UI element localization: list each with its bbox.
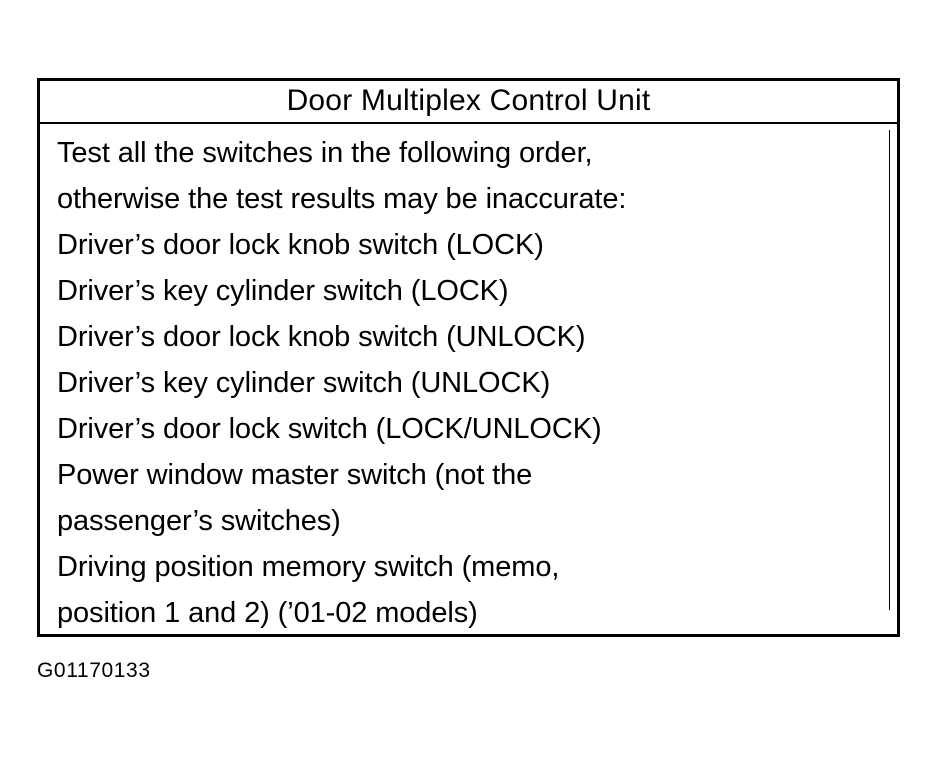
switch-list-item: Driver’s door lock knob switch (UNLOCK) bbox=[57, 321, 586, 353]
switch-list-item: Driving position memory switch (memo, bbox=[57, 551, 560, 583]
box-body-cell: Test all the switches in the following o… bbox=[40, 124, 897, 632]
switch-list-item: Driver’s door lock knob switch (LOCK) bbox=[57, 229, 544, 261]
switch-list-item-continuation: position 1 and 2) (’01-02 models) bbox=[57, 597, 478, 629]
inner-vertical-rule bbox=[889, 130, 890, 610]
switch-list-item: Driver’s door lock switch (LOCK/UNLOCK) bbox=[57, 413, 602, 445]
switch-list-item-continuation: passenger’s switches) bbox=[57, 505, 341, 537]
switch-list-item: Driver’s key cylinder switch (UNLOCK) bbox=[57, 367, 551, 399]
switch-list-item: Power window master switch (not the bbox=[57, 459, 533, 491]
instruction-line: Test all the switches in the following o… bbox=[57, 137, 593, 169]
door-multiplex-control-unit-box: Door Multiplex Control Unit Test all the… bbox=[37, 78, 900, 637]
figure-caption: G01170133 bbox=[37, 659, 151, 682]
box-title: Door Multiplex Control Unit bbox=[286, 83, 651, 117]
instruction-line: otherwise the test results may be inaccu… bbox=[57, 183, 627, 215]
box-header-cell: Door Multiplex Control Unit bbox=[40, 81, 897, 124]
switch-list-item: Driver’s key cylinder switch (LOCK) bbox=[57, 275, 509, 307]
